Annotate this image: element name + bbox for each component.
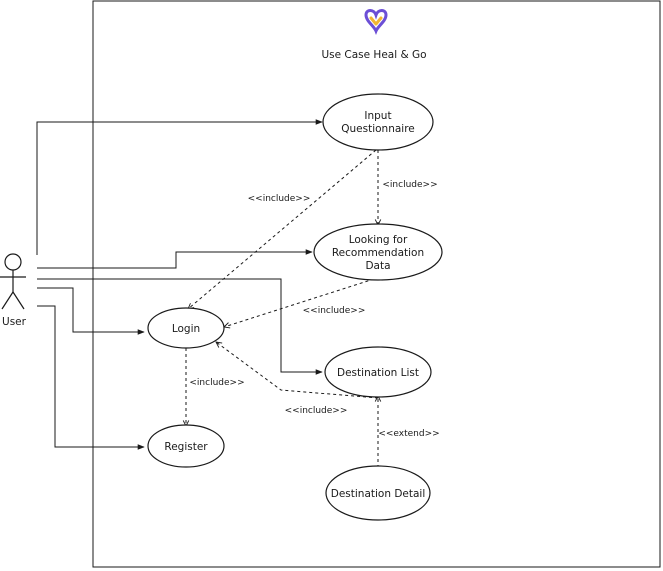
assoc-login: [37, 287, 145, 335]
actor-leg-left: [1, 291, 14, 310]
use-case-ellipse: [325, 465, 431, 521]
rel-destlist-to-login: [216, 342, 379, 399]
use-case-label-line: Destination Detail: [331, 488, 426, 500]
use-case-label-line: Looking for: [349, 234, 408, 246]
rel-looking-to-login: [224, 278, 375, 327]
use-case-label-line: Login: [172, 323, 200, 335]
use-case-ellipse: [313, 223, 443, 281]
rel-input-to-login: [188, 149, 377, 309]
use-case-label-line: Destination List: [337, 367, 419, 379]
diagram-title: Use Case Heal & Go: [321, 49, 426, 61]
use-case-ellipse: [147, 307, 225, 349]
system-boundary: [92, 0, 661, 568]
use-case-label-line: Input: [364, 110, 391, 122]
use-case-ellipse: [324, 346, 432, 398]
use-case-label-line: Register: [164, 441, 208, 453]
use-case-ellipse: [147, 424, 225, 468]
use-case-destination-detail: Destination Detail: [325, 465, 431, 521]
associations: [36, 119, 323, 450]
assoc-register: [37, 305, 145, 450]
actor-user: [0, 253, 26, 310]
assoc-looking-for-recommendation: [37, 249, 313, 269]
label-looking-to-login: <<include>>: [303, 306, 366, 316]
use-case-ellipse: [322, 93, 434, 151]
use-case-login: Login: [147, 307, 225, 349]
label-login-to-register: <include>>: [189, 378, 244, 388]
label-destdetail-to-destlist: <<extend>>: [378, 429, 439, 439]
assoc-input-questionnaire: [36, 119, 323, 255]
label-input-to-login: <<include>>: [248, 194, 311, 204]
dependencies: [186, 149, 379, 468]
use-case-label-line: Questionnaire: [341, 123, 415, 135]
actor-head: [4, 253, 22, 271]
label-destlist-to-login: <<include>>: [285, 406, 348, 416]
use-case-looking-for-recommendation: Looking for Recommendation Data: [313, 223, 443, 281]
assoc-destination-list: [37, 278, 323, 375]
use-case-label-line: Data: [365, 260, 390, 272]
use-case-input-questionnaire: Input Questionnaire: [322, 93, 434, 151]
actor-leg-right: [12, 291, 25, 310]
heal-and-go-logo: [364, 9, 388, 36]
actor-label: User: [2, 316, 27, 328]
relation-labels: <<include>> <include>> <<include>> <incl…: [189, 180, 439, 439]
label-input-to-looking: <include>>: [382, 180, 437, 190]
use-case-destination-list: Destination List: [324, 346, 432, 398]
use-case-register: Register: [147, 424, 225, 468]
use-case-label-line: Recommendation: [332, 247, 424, 259]
